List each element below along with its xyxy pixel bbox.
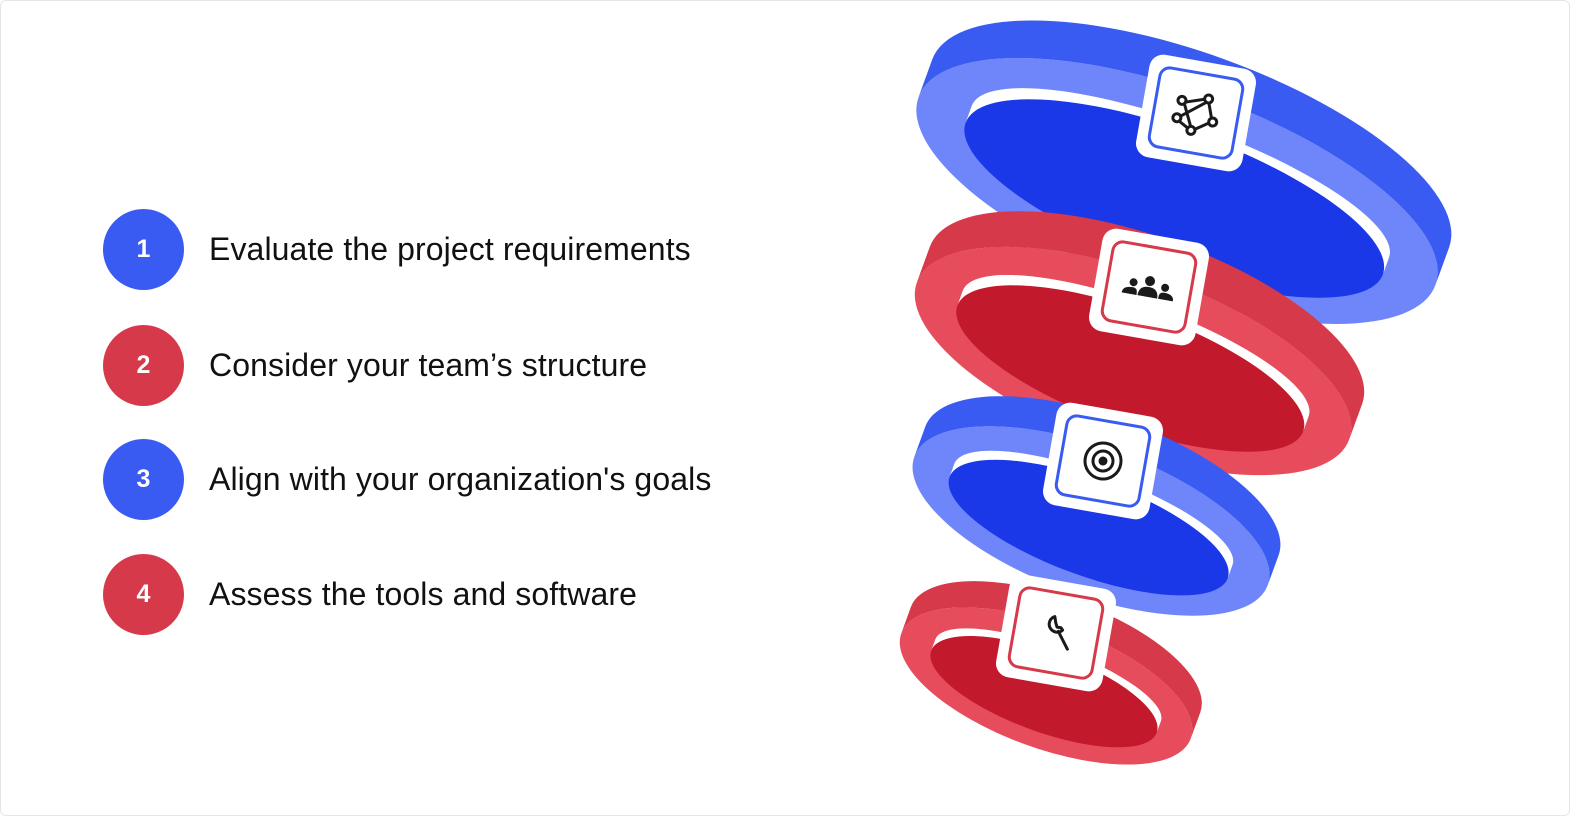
step-2-number: 2 [136,351,151,379]
step-1-badge: 1 [103,209,184,290]
team-group-icon-tile [1089,228,1209,346]
step-4-label: Assess the tools and software [209,576,638,612]
network-nodes-icon [1171,93,1219,136]
step-3-badge: 3 [103,439,184,520]
step-2-badge: 2 [103,325,184,406]
step-1-number: 1 [136,235,151,263]
network-nodes-icon-tile [1136,54,1256,172]
step-4: 4 Assess the tools and software [103,554,637,635]
step-3-number: 3 [136,465,151,493]
step-3-label: Align with your organization's goals [209,461,712,497]
target-icon-tile [1043,402,1163,520]
wrench-icon [1047,615,1069,651]
step-2-label: Consider your team’s structure [209,347,648,383]
step-2: 2 Consider your team’s structure [103,325,647,406]
step-3: 3 Align with your organization's goals [103,439,711,520]
step-4-badge: 4 [103,554,184,635]
target-icon [1083,441,1123,481]
step-1: 1 Evaluate the project requirements [103,209,691,290]
step-4-number: 4 [136,580,151,608]
team-group-icon [1121,276,1173,302]
step-1-label: Evaluate the project requirements [209,231,691,267]
wrench-icon-tile [996,574,1116,692]
